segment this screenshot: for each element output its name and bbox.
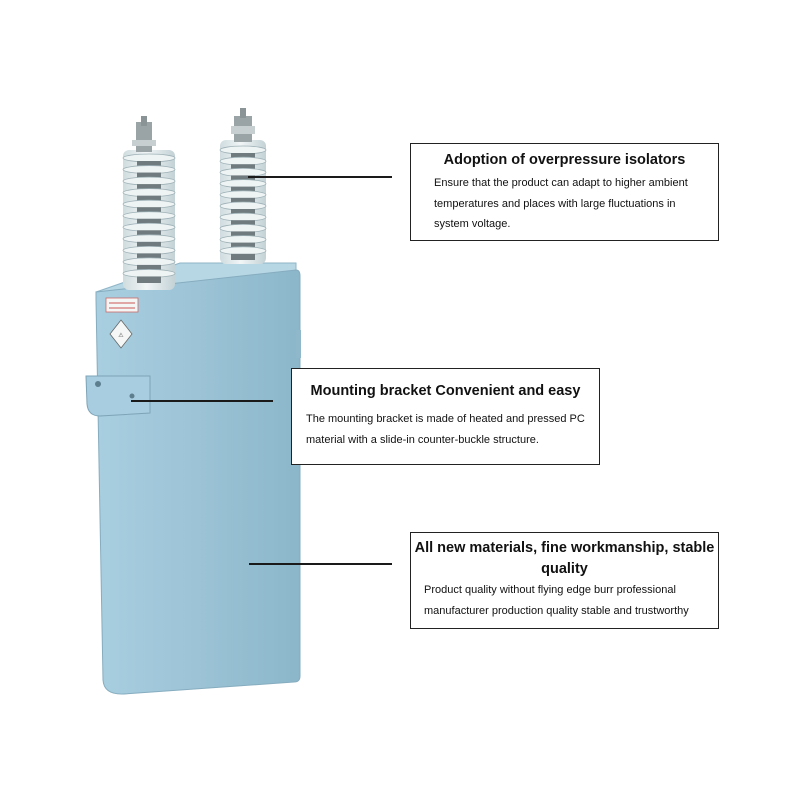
callout-new-materials: All new materials, fine workmanship, sta… bbox=[410, 532, 719, 629]
insulator-core bbox=[137, 253, 161, 260]
insulator-core bbox=[231, 153, 255, 160]
warning-label bbox=[105, 297, 139, 313]
insulator-shed bbox=[219, 212, 267, 222]
insulator-core bbox=[231, 164, 255, 171]
right-insulator bbox=[219, 108, 267, 264]
svg-text:⚠: ⚠ bbox=[118, 332, 124, 339]
callout-mounting-bracket: Mounting bracket Convenient and easy The… bbox=[291, 368, 600, 465]
insulator-core bbox=[231, 175, 255, 182]
right-mounting-tab bbox=[296, 330, 301, 358]
leader-line-isolator bbox=[248, 176, 392, 178]
insulator-core bbox=[137, 241, 161, 249]
insulator-core bbox=[137, 264, 161, 272]
insulator-core bbox=[137, 207, 161, 214]
insulator-shed bbox=[122, 222, 176, 232]
insulator-core bbox=[231, 253, 255, 260]
insulator-shed bbox=[219, 201, 267, 211]
insulator-core bbox=[231, 209, 255, 216]
callout-title: Adoption of overpressure isolators bbox=[443, 152, 686, 168]
insulator-core bbox=[137, 161, 161, 168]
insulator-shed bbox=[219, 246, 267, 256]
insulator-shed bbox=[122, 245, 176, 255]
insulator-shed bbox=[122, 188, 176, 198]
callout-body: The mounting bracket is made of heated a… bbox=[306, 413, 585, 446]
insulator-core bbox=[137, 172, 161, 180]
callout-overpressure-isolators: Adoption of overpressure isolators Ensur… bbox=[410, 143, 719, 241]
insulator-core bbox=[231, 231, 255, 238]
insulator-core bbox=[137, 218, 161, 226]
insulator-shed bbox=[122, 199, 176, 209]
callout-body: Product quality without flying edge burr… bbox=[424, 584, 689, 617]
left-mounting-bracket bbox=[85, 375, 151, 417]
insulator-shed bbox=[122, 211, 176, 221]
callout-title: All new materials, fine workmanship, sta… bbox=[414, 540, 715, 577]
insulator-core bbox=[231, 220, 255, 227]
insulator-core bbox=[137, 184, 161, 191]
insulator-shed bbox=[122, 176, 176, 186]
insulator-shed bbox=[122, 234, 176, 244]
callout-title: Mounting bracket Convenient and easy bbox=[310, 383, 581, 399]
insulator-shed bbox=[219, 179, 267, 189]
hazard-sign bbox=[109, 319, 133, 349]
insulator-shed bbox=[122, 269, 176, 278]
insulator-shed bbox=[122, 153, 176, 163]
insulator-shed bbox=[219, 156, 267, 166]
insulator-core bbox=[137, 230, 161, 237]
callout-body: Ensure that the product can adapt to hig… bbox=[434, 177, 688, 230]
insulator-core bbox=[231, 242, 255, 249]
insulator-shed bbox=[219, 235, 267, 245]
insulator-shed bbox=[122, 165, 176, 174]
insulator-shed bbox=[219, 190, 267, 200]
insulator-core bbox=[231, 197, 255, 204]
left-insulator bbox=[122, 116, 176, 290]
leader-line-bracket bbox=[131, 400, 273, 402]
insulator-shed bbox=[219, 223, 267, 233]
insulator-core bbox=[231, 186, 255, 193]
leader-line-materials bbox=[249, 563, 392, 565]
insulator-core bbox=[137, 276, 161, 283]
insulator-core bbox=[137, 195, 161, 203]
insulator-shed bbox=[219, 145, 267, 155]
insulator-shed bbox=[122, 257, 176, 267]
